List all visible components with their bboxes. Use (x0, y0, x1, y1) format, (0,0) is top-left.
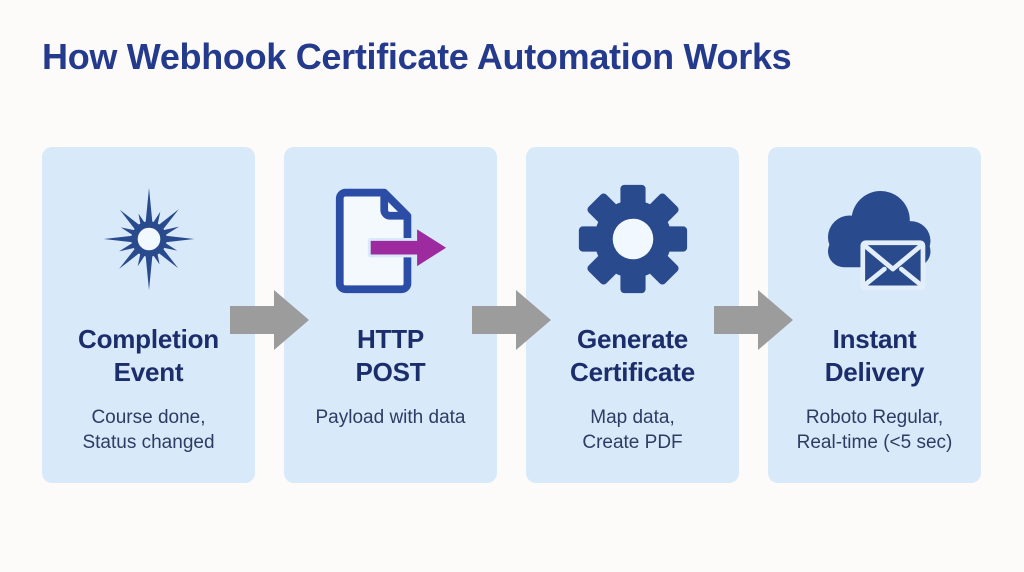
flow-arrow-1 (230, 290, 309, 350)
step-card-completion-event: Completion Event Course done, Status cha… (42, 147, 255, 483)
step-title: Generate Certificate (570, 324, 695, 387)
step-description: Map data, Create PDF (582, 407, 683, 453)
step-description: Course done, Status changed (82, 407, 215, 453)
flow-arrow-3 (714, 290, 793, 350)
step-cards-row: Completion Event Course done, Status cha… (42, 147, 981, 483)
gear-icon (526, 147, 739, 323)
step-card-generate-certificate: Generate Certificate Map data, Create PD… (526, 147, 739, 483)
step-description: Payload with data (315, 407, 466, 428)
flow-arrow-2 (472, 290, 551, 350)
step-title: HTTP POST (355, 324, 426, 387)
step-title: Instant Delivery (824, 324, 925, 387)
step-card-http-post: HTTP POST Payload with data (284, 147, 497, 483)
step-card-instant-delivery: Instant Delivery Roboto Regular, Real-ti… (768, 147, 981, 483)
step-description: Roboto Regular, Real-time (<5 sec) (796, 407, 953, 453)
page-title: How Webhook Certificate Automation Works (42, 36, 792, 77)
burst-icon (42, 147, 255, 323)
cloud-mail-icon (768, 147, 981, 323)
step-title: Completion Event (78, 324, 219, 387)
document-export-icon (284, 147, 497, 323)
